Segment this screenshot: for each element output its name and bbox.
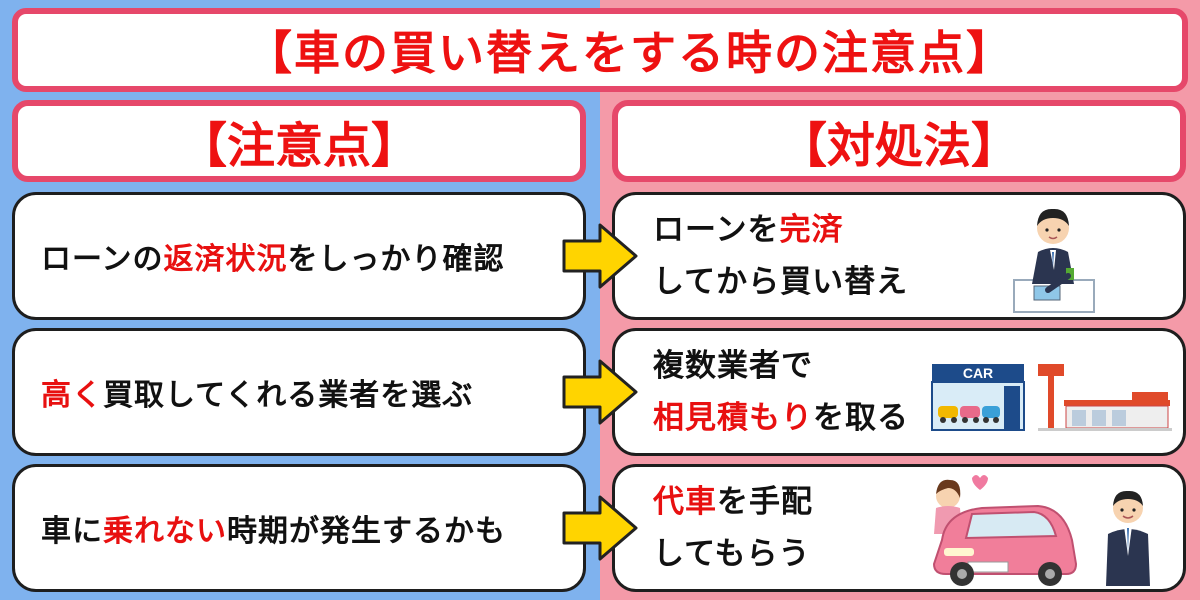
caution-1-highlight: 返済状況 (163, 242, 288, 277)
caution-text-2: 高く買取してくれる業者を選ぶ (41, 370, 473, 414)
shop-sign-text: CAR (963, 365, 993, 381)
remedy-2-line2-post: を取る (813, 400, 909, 436)
remedy-1-line1-pre: ローンを (653, 212, 780, 248)
remedy-1-line2-post: してから買い替え (653, 264, 909, 300)
remedy-card-1: ローンを完済 してから買い替え (612, 192, 1186, 320)
car-factory-icon (1038, 364, 1172, 431)
caution-1-post: をしっかり確認 (287, 242, 505, 277)
remedy-text-2: 複数業者で 相見積もりを取る (653, 340, 909, 444)
caution-header-label: 【注意点】 (178, 118, 419, 174)
remedy-text-3: 代車を手配 してもらう (653, 476, 813, 580)
remedy-3-line1-highlight: 代車 (653, 484, 717, 520)
caution-3-highlight: 乗れない (103, 514, 227, 549)
caution-card-3: 車に乗れない時期が発生するかも (12, 464, 586, 592)
remedy-2-line2-highlight: 相見積もり (653, 400, 813, 436)
heart-icon (972, 475, 988, 490)
caution-2-highlight: 高く (41, 378, 103, 413)
car-dealer-icon: CAR (931, 364, 1025, 431)
page-title: 【車の買い替えをする時の注意点】 (246, 26, 1014, 80)
remedy-3-line1-post: を手配 (717, 484, 813, 520)
businessman-signing-icon (1013, 208, 1095, 313)
pink-car-icon (932, 475, 1078, 586)
remedy-3-line2-post: してもらう (653, 536, 811, 572)
caution-card-1: ローンの返済状況をしっかり確認 (12, 192, 586, 320)
caution-3-post: 時期が発生するかも (227, 514, 506, 549)
caution-1-pre: ローンの (41, 242, 164, 277)
arrow-right-icon (562, 495, 638, 561)
arrow-right-icon (562, 359, 638, 425)
salesman-icon (1106, 490, 1150, 586)
remedy-card-2: 複数業者で 相見積もりを取る (612, 328, 1186, 456)
remedy-1-line1-highlight: 完済 (779, 212, 844, 248)
remedy-card-3: 代車を手配 してもらう (612, 464, 1186, 592)
remedy-text-1: ローンを完済 してから買い替え (653, 204, 908, 308)
remedy-2-line1-pre: 複数業者で (653, 348, 813, 384)
arrow-right-icon (562, 223, 638, 289)
caution-3-pre: 車に (41, 514, 103, 549)
caution-card-2: 高く買取してくれる業者を選ぶ (12, 328, 586, 456)
caution-text-3: 車に乗れない時期が発生するかも (41, 506, 506, 550)
caution-2-post: 買取してくれる業者を選ぶ (103, 378, 474, 413)
remedy-header-label: 【対処法】 (778, 118, 1019, 174)
caution-text-1: ローンの返済状況をしっかり確認 (41, 234, 505, 278)
remedy-header: 【対処法】 (612, 100, 1186, 182)
caution-header: 【注意点】 (12, 100, 586, 182)
title-banner: 【車の買い替えをする時の注意点】 (12, 8, 1188, 92)
